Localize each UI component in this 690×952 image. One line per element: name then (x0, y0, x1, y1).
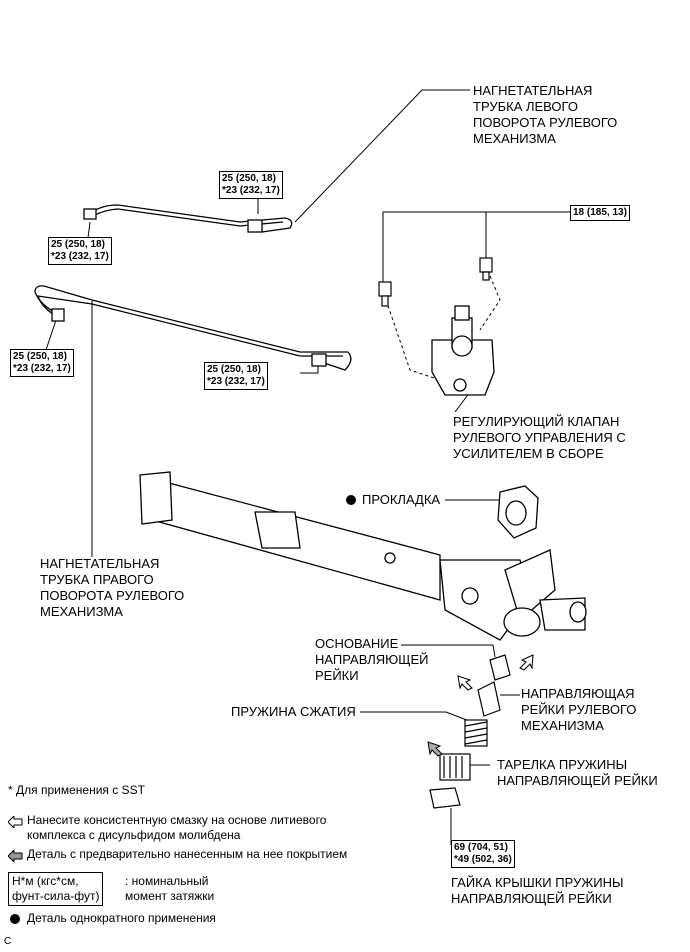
control-valve-assembly (431, 305, 495, 396)
torque-valve-bolt: 18 (185, 13) (570, 205, 630, 221)
label-spring-seat: ТАРЕЛКА ПРУЖИНЫ НАПРАВЛЯЮЩЕЙ РЕЙКИ (497, 757, 658, 788)
legend-grease-icon (7, 814, 24, 833)
corner-mark: C (4, 936, 12, 947)
steering-rack-housing (139, 471, 587, 641)
precoated-arrow-icon (427, 741, 443, 757)
torque-lower-mid: 25 (250, 18) *23 (232, 17) (204, 362, 268, 390)
rack-guide-seat (489, 654, 511, 681)
torque-left: 25 (250, 18) *23 (232, 17) (10, 349, 74, 377)
label-compression-spring: ПРУЖИНА СЖАТИЯ (231, 704, 356, 719)
label-spring-cap-nut: ГАЙКА КРЫШКИ ПРУЖИНЫ НАПРАВЛЯЮЩЕЙ РЕЙКИ (451, 875, 624, 906)
legend-one-time-icon (10, 914, 20, 924)
leader-spring (360, 711, 473, 723)
leader-t-upper-left (87, 221, 91, 239)
label-rack-guide-base: ОСНОВАНИЕ НАПРАВЛЯЮЩЕЙ РЕЙКИ (315, 636, 429, 683)
label-control-valve: РЕГУЛИРУЮЩИЙ КЛАПАН РУЛЕВОГО УПРАВЛЕНИЯ … (453, 414, 626, 461)
label-gasket: ПРОКЛАДКА (362, 492, 441, 507)
legend-torque-box: Н*м (кгс*см, фунт-сила-фут) (8, 872, 104, 906)
valve-bolt (378, 257, 493, 307)
right-turn-pressure-tube (34, 285, 352, 371)
torque-nut: 69 (704, 51) *49 (502, 36) (451, 840, 515, 868)
gasket-one-time-mark (346, 495, 356, 505)
legend-precoated-icon (7, 848, 24, 867)
leader-t-valve (382, 211, 570, 282)
torque-upper-mid: 25 (250, 18) *23 (232, 17) (219, 171, 283, 199)
compression-spring (464, 719, 488, 747)
leader-left-pipe (294, 89, 470, 223)
legend-sst: * Для применения с SST (8, 783, 145, 797)
leader-guide-base (401, 644, 496, 658)
rack-guide-spring-seat (439, 753, 471, 781)
torque-upper-left: 25 (250, 18) *23 (232, 17) (48, 237, 112, 265)
legend-grease: Нанесите консистентную смазку на основе … (27, 813, 327, 842)
legend-torque-desc: : номинальный момент затяжки (125, 874, 215, 903)
legend-one-time: Деталь однократного применения (27, 911, 216, 925)
steering-rack-guide (477, 681, 501, 717)
rack-guide-spring-cap-nut (429, 787, 461, 809)
label-right-turn-pipe: НАГНЕТАТЕЛЬНАЯ ТРУБКА ПРАВОГО ПОВОРОТА Р… (40, 556, 185, 619)
label-left-turn-pipe: НАГНЕТАТЕЛЬНАЯ ТРУБКА ЛЕВОГО ПОВОРОТА РУ… (473, 83, 618, 146)
label-steering-rack-guide: НАПРАВЛЯЮЩАЯ РЕЙКИ РУЛЕВОГО МЕХАНИЗМА (521, 686, 637, 733)
leader-t-left (45, 319, 57, 351)
left-turn-pressure-tube (83, 204, 293, 233)
legend-precoated: Деталь с предварительно нанесенным на не… (27, 847, 348, 861)
grease-arrow-icon (457, 654, 534, 691)
gasket (497, 485, 539, 539)
